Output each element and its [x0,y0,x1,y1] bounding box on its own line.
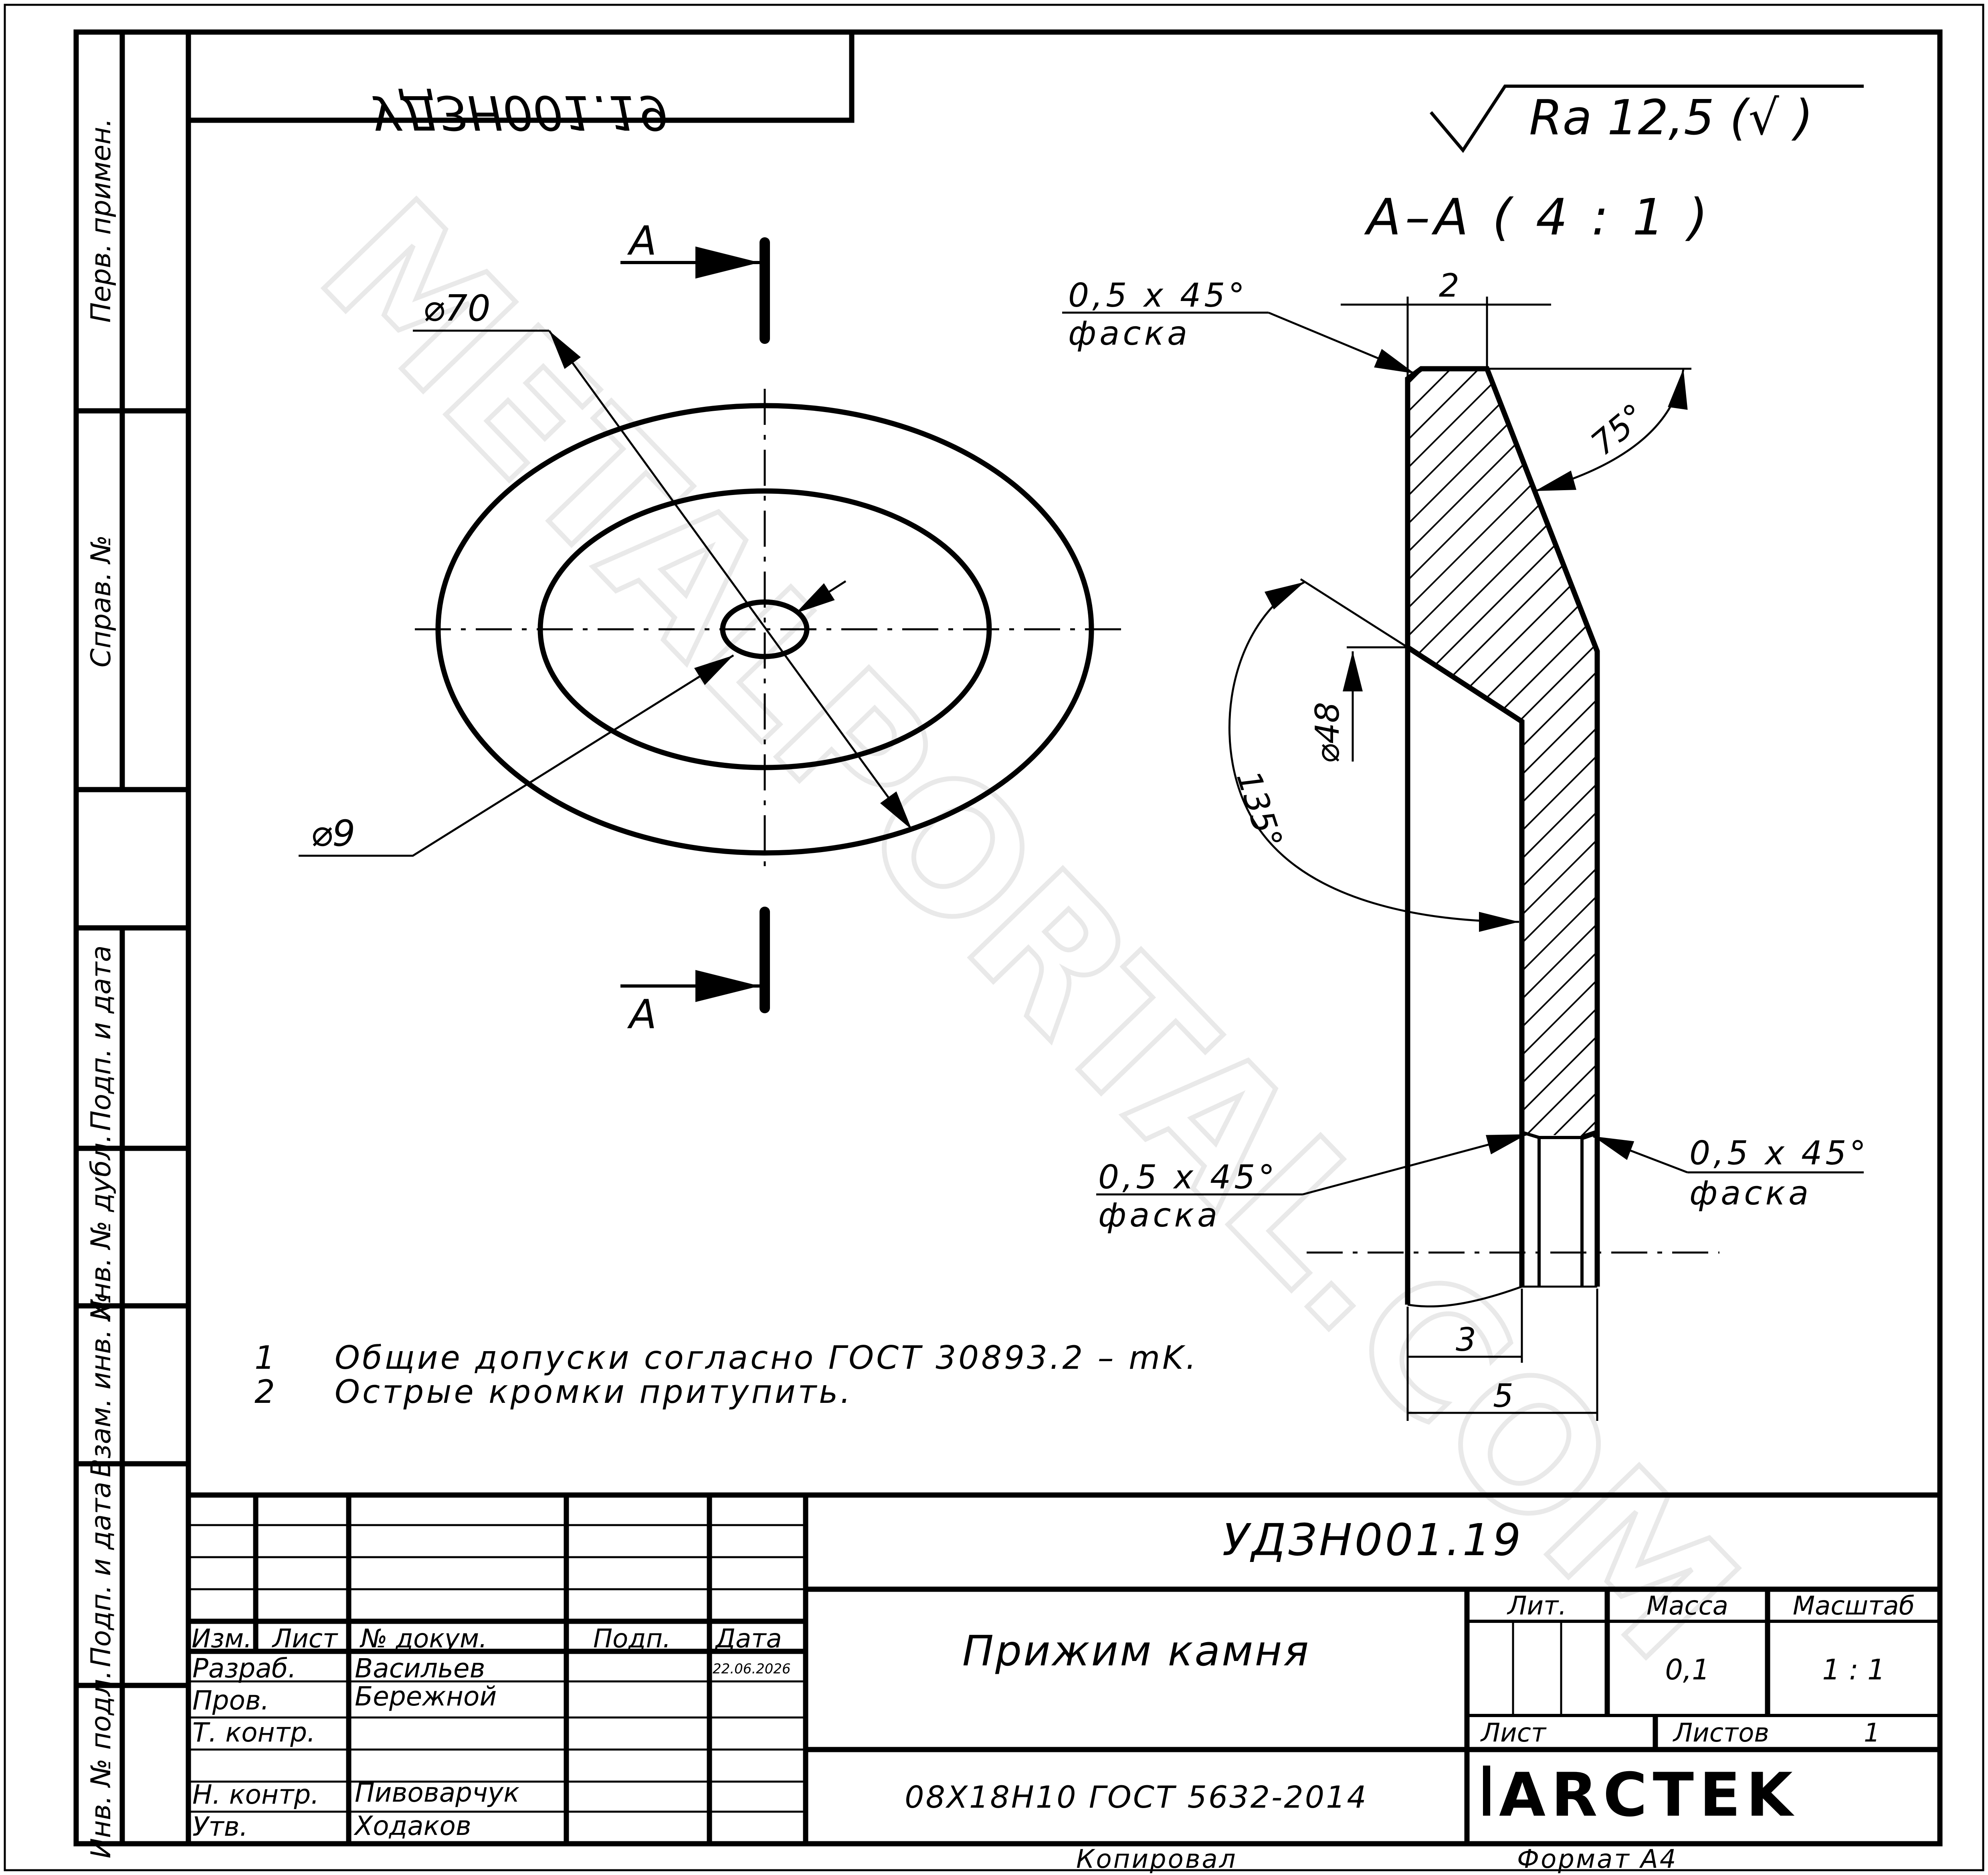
hatch-line [1408,369,1584,1138]
mass-label: Масса [1647,1591,1728,1621]
role-n-kontr: Н. контр. [192,1779,319,1810]
hatch-line [1408,369,1597,1138]
hatch-line [1408,369,1597,1138]
chamfer-top-size: 0,5 х 45° [1068,277,1248,315]
header-date: Дата [714,1624,782,1654]
designation: УДЗН001.19 [1222,1514,1523,1566]
title-block: Изм. Лист № докум. Подп. Дата Разраб. Ва… [188,1492,1940,1844]
hatch-line [1408,369,1597,1138]
header-sign: Подп. [593,1624,671,1654]
hatch-line [1408,369,1597,1138]
section-label: А–А ( 4 : 1 ) [1364,188,1712,246]
left-side-columns: Перв. примен. Справ. № Подп. и дата Инв.… [76,32,188,1859]
chamfer-left-size: 0,5 х 45° [1098,1158,1278,1196]
mirrored-doc-code: УДЗН001.19 [371,85,668,140]
mass-value: 0,1 [1665,1653,1709,1686]
section-mark-top: А [627,217,657,264]
side-label-podp-data-1: Подп. и дата [85,945,117,1131]
hatch-line [1908,321,1988,1202]
hatch-line [1514,369,1597,1138]
header-list: Лист [272,1624,338,1654]
hatch-line [1740,321,1988,1202]
notes: 1 Общие допуски согласно ГОСТ 30893.2 – … [255,1339,1198,1410]
hatch-line [1408,369,1597,1138]
name-utv: Ходаков [354,1810,471,1841]
role-utv: Утв. [192,1811,248,1842]
dim-3: 3 [1456,1321,1476,1358]
side-label-podp-data-2: Подп. и дата [85,1481,117,1667]
dim-5: 5 [1493,1377,1513,1414]
front-view: ⌀70 ⌀9 А А [299,217,1128,1038]
hatch-line [1599,321,1988,1202]
chamfer-top-label: фаска [1068,315,1190,353]
note-2-text: Острые кромки притупить. [335,1373,853,1410]
hatch-line [1852,321,1988,1202]
hatch-line [1570,369,1597,1138]
side-label-perv-primen: Перв. примен. [85,118,117,323]
side-label-vzam-inv: Взам. инв. № [85,1292,117,1477]
hatch-line [1711,321,1988,1202]
lit-label: Лит. [1507,1591,1566,1621]
footer-copied: Копировал [1076,1845,1237,1874]
role-razrab: Разраб. [192,1653,296,1684]
footer-format: Формат А4 [1517,1845,1678,1874]
drawing-frame [73,29,1943,1847]
chamfer-right-size: 0,5 х 45° [1689,1134,1869,1172]
dim-angle-135: 135° [1229,766,1289,853]
header-izm: Изм. [192,1624,252,1654]
note-1-text: Общие допуски согласно ГОСТ 30893.2 – mK… [335,1339,1198,1376]
header-doc-no: № докум. [360,1624,487,1654]
hatch-line [1430,369,1597,1138]
roughness-symbol: Ra 12,5 (√ ) [1429,85,1864,153]
note-2-num: 2 [255,1373,275,1410]
hatch-line [1408,369,1597,1138]
name-razrab: Васильев [355,1653,485,1684]
roughness-text: Ra 12,5 (√ ) [1529,90,1813,146]
role-prov: Пров. [192,1685,269,1716]
side-label-inv-dubl: Инв. № дубл. [85,1134,117,1320]
name-n-kontr: Пивоварчук [355,1777,519,1808]
sheet-outer-border [4,4,1984,1871]
hatch-line [1824,321,1988,1202]
hatch-line [1408,369,1597,1138]
role-t-kontr: Т. контр. [192,1717,315,1748]
hatch-line [1796,321,1988,1202]
date-razrab: 22.06.2026 [713,1661,791,1677]
chamfer-left-label: фаска [1098,1196,1220,1235]
hatch-line [1880,321,1988,1202]
sheet-label: Лист [1480,1718,1547,1748]
watermark: METALPORTAL.COM [283,163,1775,1698]
company-name: ARCTEK [1499,1760,1798,1830]
hatch-line [1936,321,1988,1202]
hatch-line [1408,369,1597,1138]
scale-value: 1 : 1 [1822,1653,1885,1686]
hatch-line [1408,369,1597,1138]
scale-label: Масштаб [1793,1591,1915,1621]
chamfer-right-label: фаска [1689,1174,1812,1212]
dim-top-width: 2 [1439,267,1459,304]
sheets-value: 1 [1864,1718,1880,1748]
sheets-label: Листов [1673,1718,1769,1748]
mirrored-code-box: УДЗН001.19 [188,32,855,140]
hatch-line [1408,369,1597,1138]
part-name: Прижим камня [962,1626,1310,1675]
hatch-line [1964,321,1988,1202]
hatch-line [1768,321,1988,1202]
hatch-line [1458,369,1597,1138]
dim-step-dia: ⌀48 [1309,702,1347,764]
dim-angle-75: 75° [1584,396,1653,463]
company-logo: ARCTEK [1483,1760,1798,1830]
section-mark-bottom: А [627,991,657,1038]
dim-outer-dia: ⌀70 [423,287,491,329]
material: 08Х18Н10 ГОСТ 5632-2014 [905,1779,1368,1815]
hatch-line [1408,369,1597,1138]
name-prov: Бережной [355,1681,497,1712]
note-1-num: 1 [255,1339,275,1376]
side-label-sprav: Справ. № [85,535,117,668]
side-label-inv-podl: Инв. № подл. [85,1670,117,1858]
hatch-line [1627,321,1988,1202]
dim-hole-dia: ⌀9 [311,812,355,855]
